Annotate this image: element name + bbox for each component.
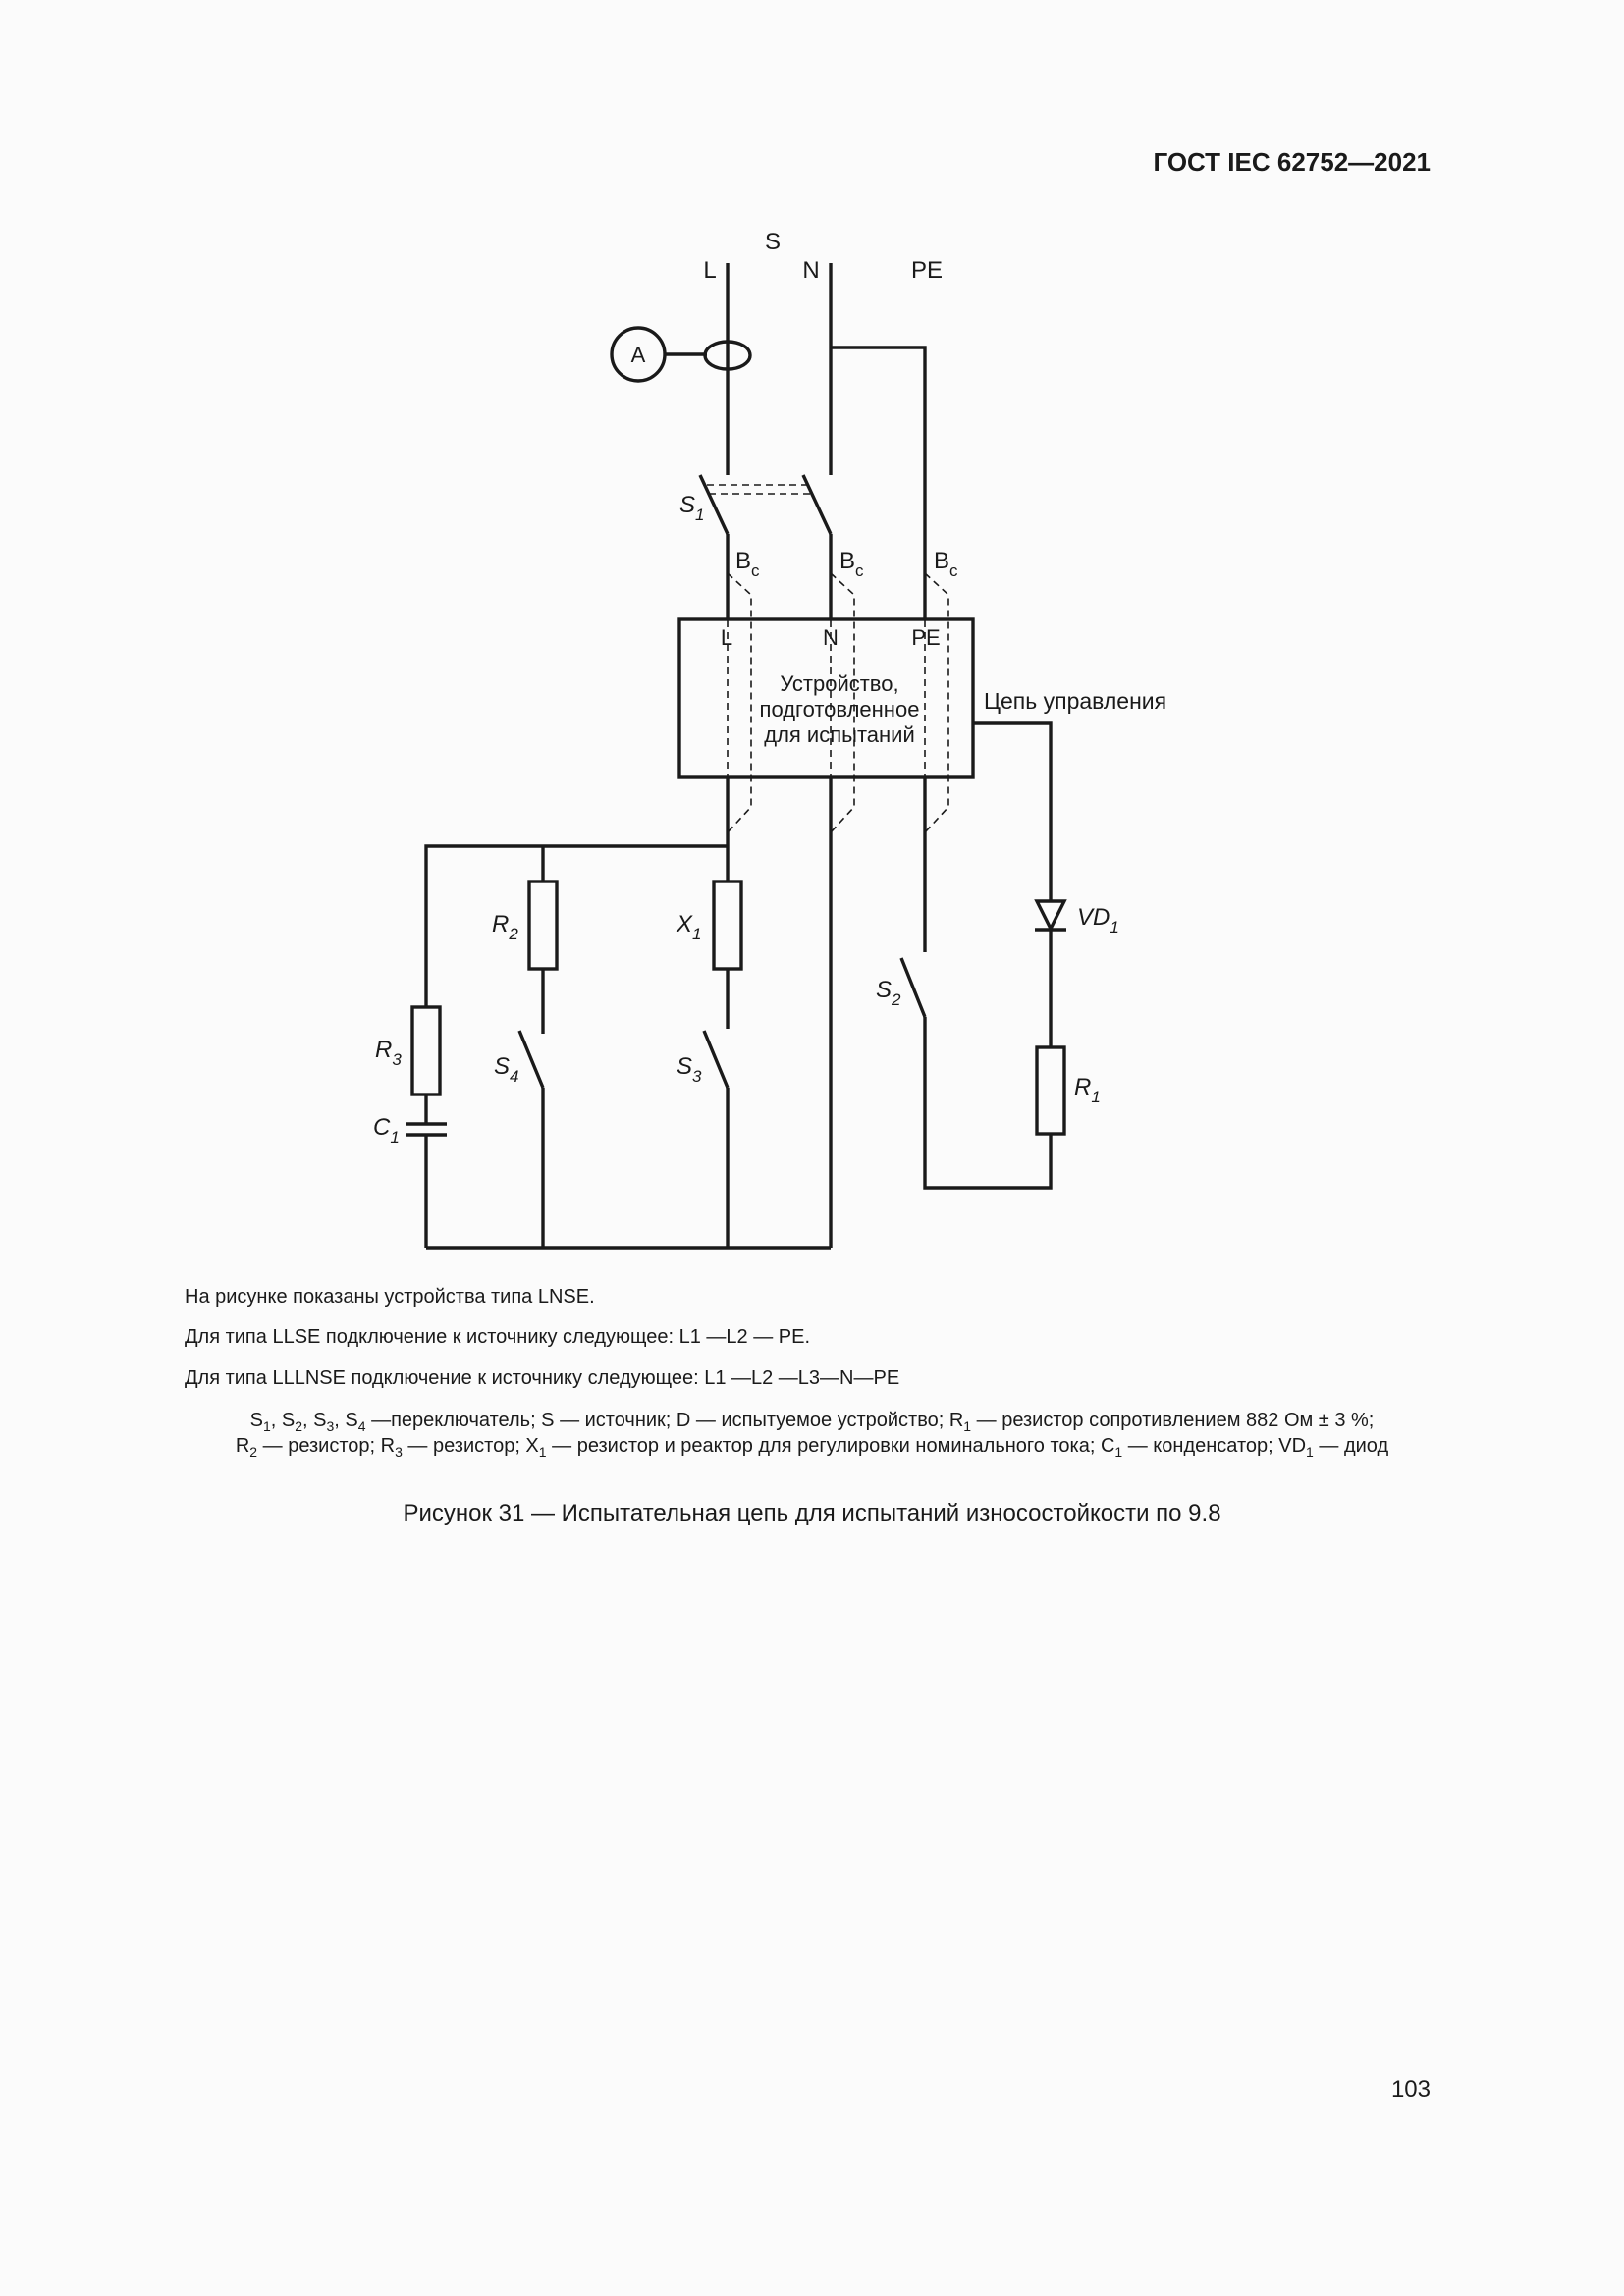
line-n-label: N [802, 257, 819, 284]
legend-subscript: 1 [1114, 1444, 1123, 1460]
document-header: ГОСТ IEC 62752—2021 [1153, 147, 1431, 177]
legend-subscript: 1 [538, 1444, 547, 1460]
control-circuit-label: Цепь управления [984, 688, 1166, 714]
device-under-test: L N PE Устройство, подготовленное для ис… [677, 617, 975, 779]
legend-text: — резистор; X [402, 1435, 539, 1457]
legend-text: R [235, 1435, 250, 1457]
circuit-diagram: S L N PE A S1 Bc Bc Bc L N [373, 229, 1166, 1250]
legend-line-2: R2 — резистор; R3 — резистор; X1 — резис… [59, 1433, 1565, 1465]
bc-label-pe: Bc [934, 548, 958, 580]
source-label: S [765, 229, 781, 255]
switch-s1: S1 [679, 474, 833, 618]
page-number: 103 [1390, 2076, 1431, 2103]
line-pe-label: PE [911, 257, 943, 284]
legend-text: — конденсатор; VD [1122, 1435, 1307, 1457]
switch-s2: S2 [876, 777, 927, 1018]
legend-text: —переключатель; S — источник; D — испыту… [365, 1410, 964, 1431]
c1-label: C1 [373, 1114, 400, 1147]
r2-label: R2 [492, 911, 518, 943]
legend-text: — резистор сопротивлением 882 Ом ± 3 %; [971, 1410, 1375, 1431]
legend-text: — диод [1313, 1435, 1389, 1457]
s4-label: S4 [494, 1053, 518, 1086]
legend-text: — резистор и реактор для регулировки ном… [546, 1435, 1115, 1457]
bc-label-l: Bc [735, 548, 760, 580]
legend-text: S [249, 1410, 263, 1431]
legend-subscript: 2 [295, 1418, 303, 1434]
ammeter-symbol: A [610, 326, 752, 383]
note-line-1: На рисунке показаны устройства типа LNSE… [185, 1286, 595, 1308]
device-text-1: Устройство, [780, 671, 898, 696]
load-branches [406, 777, 831, 1250]
legend-subscript: 4 [357, 1418, 366, 1434]
legend-subscript: 3 [326, 1418, 335, 1434]
legend-subscript: 2 [249, 1444, 258, 1460]
x1-label: X1 [676, 911, 701, 943]
legend-line-1: S1, S2, S3, S4 —переключатель; S — источ… [59, 1408, 1565, 1439]
device-terminal-l: L [721, 625, 732, 650]
vd1-label: VD1 [1077, 904, 1119, 936]
ammeter-label: A [631, 343, 646, 367]
device-text-3: для испытаний [764, 722, 915, 747]
r3-label: R3 [375, 1037, 402, 1069]
control-circuit: VD1 R1 [923, 721, 1119, 1190]
legend-subscript: 1 [963, 1418, 972, 1434]
legend-subscript: 3 [395, 1444, 403, 1460]
note-line-2: Для типа LLSE подключение к источнику сл… [185, 1326, 811, 1348]
device-terminal-pe: PE [911, 625, 940, 650]
note-line-3: Для типа LLLNSE подключение к источнику … [185, 1367, 900, 1389]
s1-label: S1 [679, 492, 704, 524]
r1-label: R1 [1074, 1074, 1101, 1106]
figure-caption: Рисунок 31 — Испытательная цепь для испы… [403, 1500, 1221, 1526]
s2-label: S2 [876, 977, 901, 1009]
s3-label: S3 [677, 1053, 702, 1086]
device-terminal-n: N [823, 625, 839, 650]
bc-label-n: Bc [839, 548, 864, 580]
legend-text: , S [334, 1410, 358, 1431]
line-l-label: L [703, 257, 716, 284]
legend-text: — резистор; R [257, 1435, 396, 1457]
legend-subscript: 1 [262, 1418, 271, 1434]
legend-text: , S [270, 1410, 296, 1431]
device-text-2: подготовленное [760, 697, 920, 721]
legend-subscript: 1 [1306, 1444, 1314, 1460]
legend-text: , S [302, 1410, 327, 1431]
